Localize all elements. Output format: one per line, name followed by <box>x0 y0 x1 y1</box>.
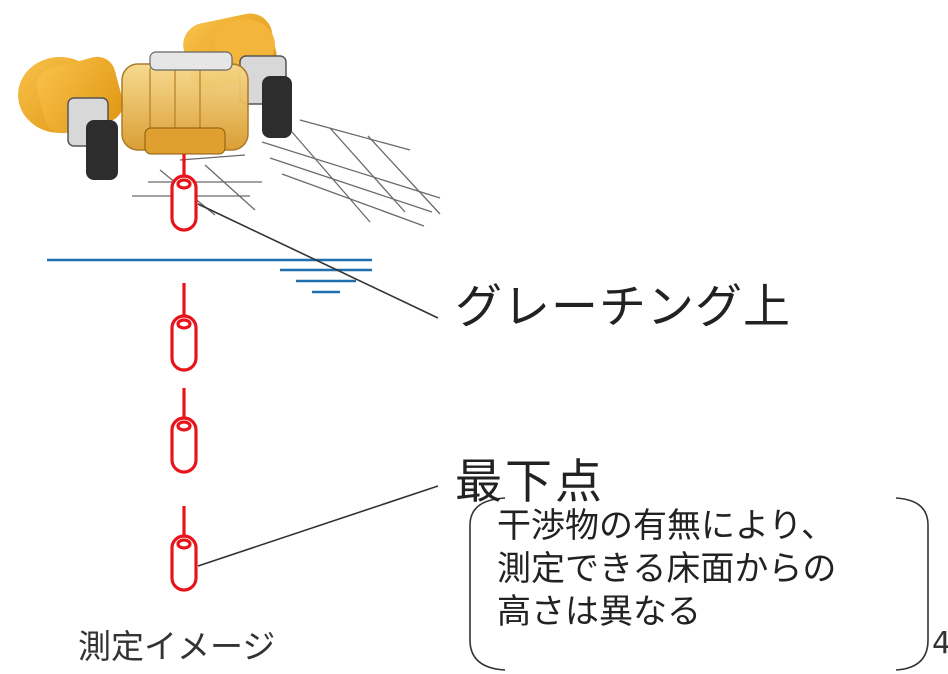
leader-line-grating <box>197 203 439 319</box>
label-lowest-point: 最下点 <box>455 455 605 510</box>
sensor-position-3 <box>170 388 198 474</box>
note-bracket-left <box>469 497 506 671</box>
sensor-position-grating <box>170 154 198 232</box>
note-line-3: 高さは異なる <box>497 592 701 632</box>
sensor-position-2 <box>170 283 198 372</box>
leader-line-lowest <box>197 485 439 567</box>
sensor-position-lowest <box>170 506 198 592</box>
page-number: 4 <box>932 626 948 661</box>
note-line-2: 測定できる床面からの <box>497 549 837 589</box>
note-text: 干渉物の有無により、 測定できる床面からの 高さは異なる <box>497 505 917 634</box>
note-line-1: 干渉物の有無により、 <box>497 506 835 546</box>
robot-illustration <box>18 13 292 180</box>
caption: 測定イメージ <box>78 627 276 666</box>
water-surface <box>47 258 372 294</box>
note-bracket-right <box>895 497 929 671</box>
label-grating-top: グレーチング上 <box>455 280 791 335</box>
